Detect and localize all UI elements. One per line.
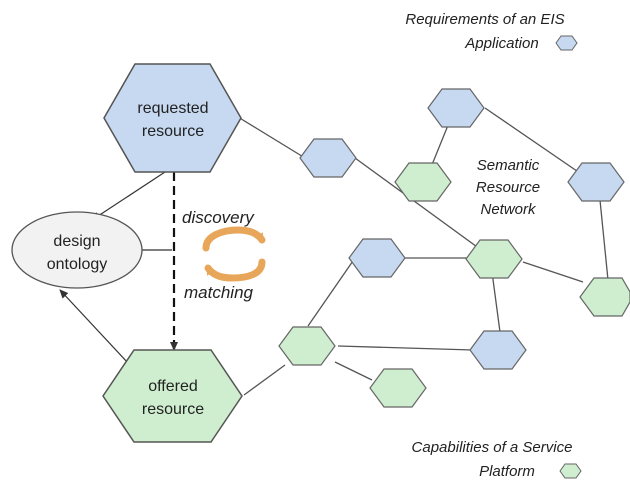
hex-blue-1 bbox=[299, 138, 357, 178]
legend-blue-hex-icon bbox=[555, 35, 578, 51]
circular-arrows-icon bbox=[202, 226, 266, 282]
network-label-1: Semantic bbox=[477, 157, 540, 174]
hex-green-5 bbox=[369, 368, 427, 408]
offered-resource-node bbox=[102, 349, 243, 443]
hex-blue-3 bbox=[567, 162, 625, 202]
hex-green-3 bbox=[579, 277, 630, 317]
network-label-2: Resource bbox=[476, 179, 540, 196]
network-label-3: Network bbox=[480, 201, 537, 218]
requested-resource-label-1: requested bbox=[137, 100, 208, 117]
matching-label: matching bbox=[184, 283, 254, 302]
offered-resource-label-1: offered bbox=[148, 378, 198, 395]
network-nodes bbox=[278, 88, 630, 408]
design-ontology-label-1: design bbox=[53, 233, 100, 250]
legend-requirements-line-2: Application bbox=[464, 35, 538, 52]
hex-green-2 bbox=[465, 239, 523, 279]
hex-green-1 bbox=[394, 162, 452, 202]
legend-requirements-line-1: Requirements of an EIS bbox=[405, 11, 564, 28]
design-ontology-node bbox=[11, 211, 143, 289]
legend-green-hex-icon bbox=[559, 463, 582, 479]
discovery-label: discovery bbox=[182, 208, 255, 227]
hex-blue-2 bbox=[427, 88, 485, 128]
hex-blue-4 bbox=[348, 238, 406, 278]
design-ontology-label-2: ontology bbox=[47, 256, 108, 273]
offered-resource-label-2: resource bbox=[142, 401, 204, 418]
hex-blue-5 bbox=[469, 330, 527, 370]
hex-green-4 bbox=[278, 326, 336, 366]
legend-capabilities-line-1: Capabilities of a Service bbox=[412, 439, 573, 456]
requested-resource-label-2: resource bbox=[142, 123, 204, 140]
requested-resource-node bbox=[103, 63, 242, 173]
legend-capabilities-line-2: Platform bbox=[479, 463, 535, 480]
